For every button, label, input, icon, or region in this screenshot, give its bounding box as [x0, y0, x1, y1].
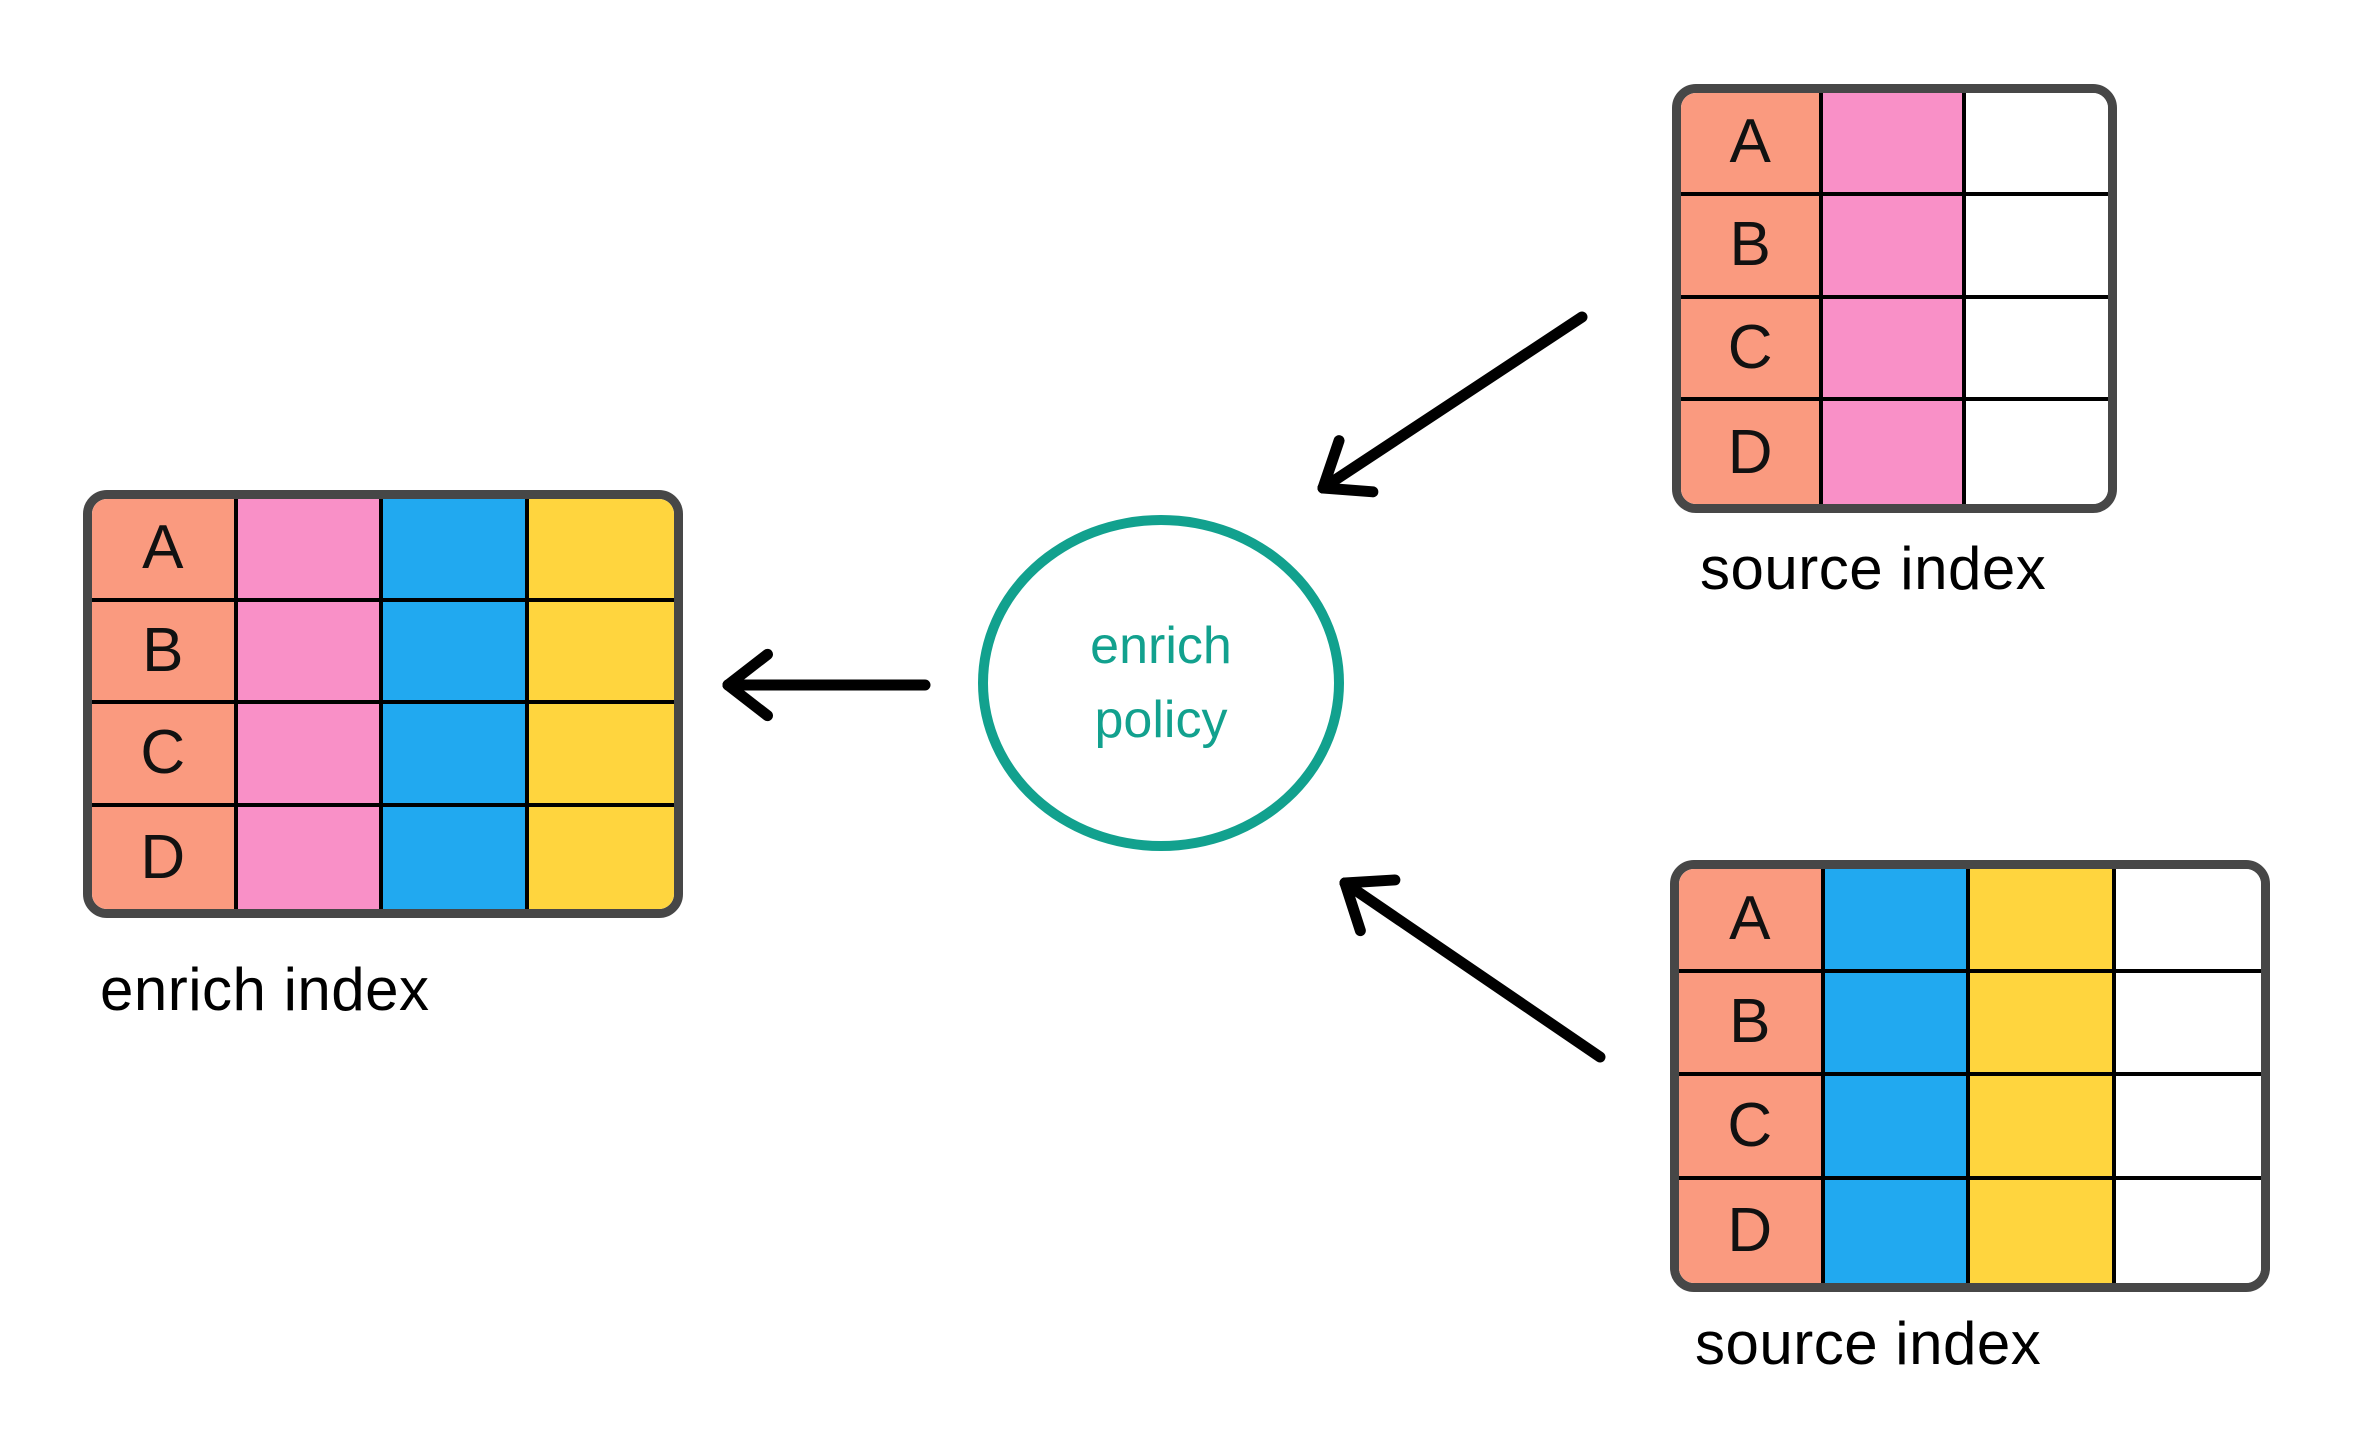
row-label-cell-C: C [1681, 298, 1824, 402]
table-cell [1824, 1179, 1970, 1283]
table-cell [383, 704, 529, 807]
table-cell [2115, 869, 2261, 973]
table-cell [1965, 195, 2108, 299]
table-cell [528, 499, 674, 602]
row-label-cell-A: A [92, 499, 238, 602]
row-label-cell-A: A [1679, 869, 1825, 973]
row-label-cell-D: D [1681, 401, 1824, 504]
table-cell [1965, 401, 2108, 504]
table-cell [2115, 972, 2261, 1076]
row-label-cell-C: C [1679, 1076, 1825, 1180]
table-cell [237, 601, 383, 704]
table-cell [528, 704, 674, 807]
table-cell [1823, 195, 1966, 299]
row-label-cell-A: A [1681, 93, 1824, 196]
row-label-cell-B: B [1679, 972, 1825, 1076]
table-cell [1823, 93, 1966, 196]
row-label-cell-B: B [1681, 195, 1824, 299]
table-cell [1824, 869, 1970, 973]
row-label-cell-C: C [92, 704, 238, 807]
table-cell [237, 499, 383, 602]
source-index-bottom-label: source index [1695, 1310, 2042, 1377]
enrich-index-label: enrich index [100, 956, 430, 1023]
arrow-policy-to-enrich-index-head [722, 679, 773, 722]
table-cell [383, 499, 529, 602]
source-index-top-label: source index [1700, 535, 2047, 602]
table-cell [1970, 972, 2116, 1076]
table-cell [528, 806, 674, 909]
table-cell [383, 601, 529, 704]
table-cell [1823, 298, 1966, 402]
enrich-policy-circle: enrich policy [978, 515, 1344, 851]
table-cell [1824, 972, 1970, 1076]
row-label-cell-D: D [92, 806, 238, 909]
arrow-bottom-source-to-policy-head [1339, 877, 1366, 937]
table-cell [383, 806, 529, 909]
table-cell [237, 704, 383, 807]
table-cell [1823, 401, 1966, 504]
row-label-cell-D: D [1679, 1179, 1825, 1283]
table-cell [1965, 298, 2108, 402]
table-cell [1970, 1179, 2116, 1283]
table-cell [528, 601, 674, 704]
table-cell [1824, 1076, 1970, 1180]
arrow-bottom-source-to-policy-head [1339, 874, 1401, 889]
enrich-policy-label-line1: enrich [1090, 617, 1232, 675]
table-cell [2115, 1179, 2261, 1283]
table-cell [1970, 1076, 2116, 1180]
arrow-top-source-to-policy [1317, 311, 1588, 494]
arrow-top-source-to-policy-head [1317, 435, 1345, 494]
row-label-cell-B: B [92, 601, 238, 704]
arrow-top-source-to-policy-head [1317, 482, 1379, 498]
table-cell [2115, 1076, 2261, 1180]
table-cell [1965, 93, 2108, 196]
table-cell [237, 806, 383, 909]
table-cell [1970, 869, 2116, 973]
arrow-bottom-source-to-policy [1339, 877, 1606, 1063]
arrow-policy-to-enrich-index-head [722, 648, 773, 691]
enrich-policy-label-line2: policy [1094, 691, 1228, 749]
